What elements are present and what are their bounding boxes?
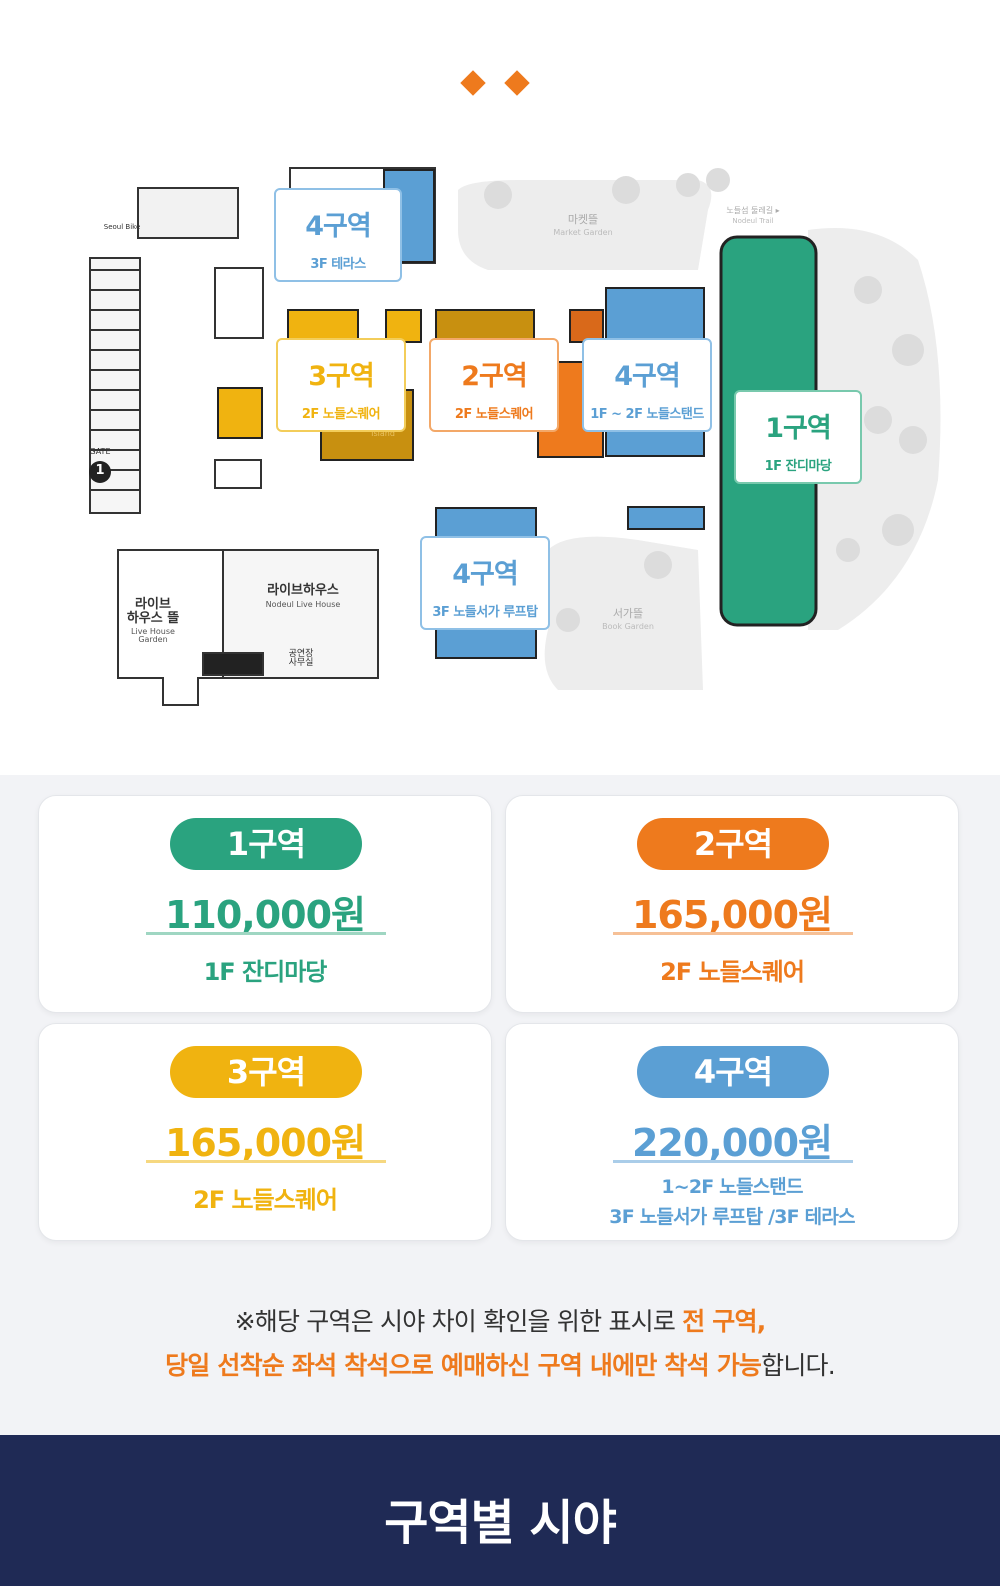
price-underline — [613, 1160, 853, 1163]
live-house-label: 라이브하우스 — [267, 583, 339, 598]
live-house-en-label: Nodeul Live House — [265, 600, 341, 609]
market-garden-label: 마켓뜰 — [567, 213, 599, 226]
banner-title: 구역별 시야 — [384, 1495, 617, 1551]
zone-badge: 2구역 — [637, 818, 829, 870]
book-garden-label: 서가뜰 — [612, 607, 644, 620]
gate-number: 1 — [95, 463, 105, 478]
market-garden-en-label: Market Garden — [553, 228, 613, 237]
zone-label-3: 3구역 2F 노들스퀘어 — [276, 338, 406, 432]
live-house-garden-en-label: Live House Garden — [131, 627, 175, 645]
section-banner: 구역별 시야 — [0, 1435, 1000, 1586]
price-card-zone2: 2구역 165,000원 2F 노들스퀘어 — [505, 795, 959, 1013]
live-house-garden-label: 라이브 하우스 뜰 — [126, 597, 180, 626]
office-label: 공연장 사무실 — [288, 649, 314, 669]
zone-price: 165,000원 — [164, 1121, 366, 1165]
zone-price: 220,000원 — [631, 1121, 833, 1165]
price-underline — [146, 932, 386, 935]
price-underline — [146, 1160, 386, 1163]
price-section: 1구역 110,000원 1F 잔디마당 2구역 165,000원 2F 노들스… — [0, 775, 1000, 1435]
venue-map: Seoul Bike GATE 1 라이브 하우스 뜰 Live House G… — [78, 150, 948, 710]
notice-line2: 당일 선착순 좌석 착석으로 예매하신 구역 내에만 착석 가능합니다. — [165, 1351, 836, 1380]
zone-area: 2F 노들스퀘어 — [193, 1186, 338, 1214]
zone-badge: 3구역 — [170, 1046, 362, 1098]
zone-label-4-terrace: 4구역 3F 테라스 — [274, 188, 402, 282]
price-card-zone3: 3구역 165,000원 2F 노들스퀘어 — [38, 1023, 492, 1241]
seating-notice: ※해당 구역은 시야 차이 확인을 위한 표시로 전 구역, 당일 선착순 좌석… — [0, 1300, 1000, 1388]
trail-en-label: Nodeul Trail — [732, 217, 774, 225]
gate-label: GATE — [89, 447, 111, 456]
zone-label-2: 2구역 2F 노들스퀘어 — [429, 338, 559, 432]
zone-area-line1: 1~2F 노들스탠드 — [661, 1176, 803, 1198]
diamond-icon — [460, 70, 486, 96]
zone-badge: 1구역 — [170, 818, 362, 870]
zone-area: 2F 노들스퀘어 — [660, 958, 805, 986]
island-label: Island — [371, 429, 395, 438]
price-underline — [613, 932, 853, 935]
diamond-icon — [504, 70, 530, 96]
price-card-zone4: 4구역 220,000원 1~2F 노들스탠드 3F 노들서가 루프탑 /3F … — [505, 1023, 959, 1241]
notice-line1: ※해당 구역은 시야 차이 확인을 위한 표시로 전 구역, — [234, 1307, 767, 1336]
decorative-diamonds — [0, 70, 1000, 100]
zone-label-4-stand: 4구역 1F ~ 2F 노들스탠드 — [582, 338, 712, 432]
zone-price: 110,000원 — [164, 893, 366, 937]
zone-label-4-rooftop: 4구역 3F 노들서가 루프탑 — [420, 536, 550, 630]
zone-area-line2: 3F 노들서가 루프탑 /3F 테라스 — [609, 1206, 855, 1228]
zone-label-1: 1구역 1F 잔디마당 — [734, 390, 862, 484]
seoul-bike-label: Seoul Bike — [103, 223, 141, 231]
zone-area: 1~2F 노들스탠드 3F 노들서가 루프탑 /3F 테라스 — [506, 1172, 958, 1232]
book-garden-en-label: Book Garden — [602, 622, 654, 631]
trail-label: 노들섬 둘레길 ▸ — [726, 206, 780, 215]
price-card-zone1: 1구역 110,000원 1F 잔디마당 — [38, 795, 492, 1013]
zone-badge: 4구역 — [637, 1046, 829, 1098]
zone-price: 165,000원 — [631, 893, 833, 937]
zone-area: 1F 잔디마당 — [203, 958, 328, 986]
